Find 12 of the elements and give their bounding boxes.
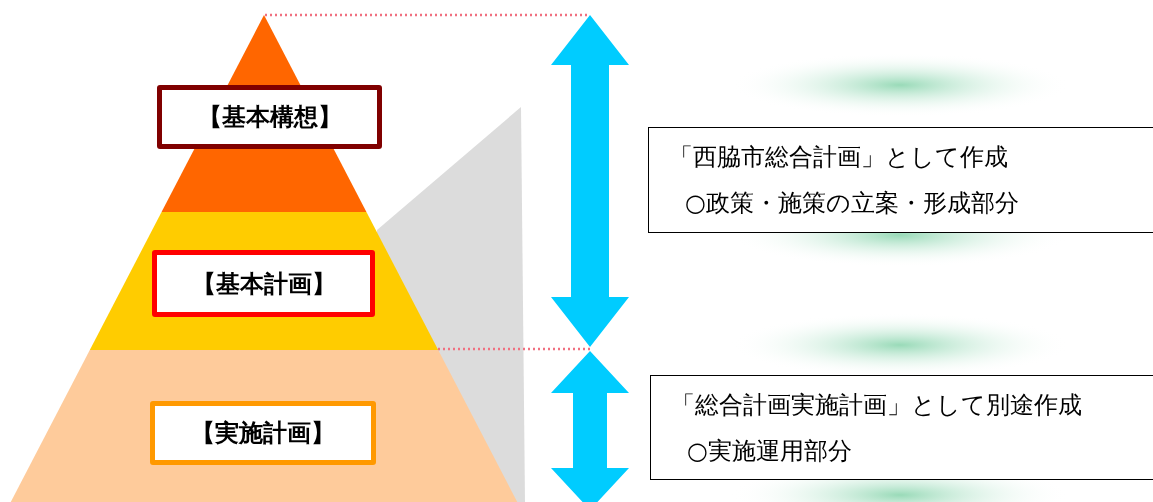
description-text: ○実施運用部分 bbox=[686, 435, 853, 467]
tier-label-box bbox=[157, 85, 382, 149]
heading-text: 【基本計画】 bbox=[191, 268, 336, 300]
tier-label-box bbox=[150, 401, 376, 465]
heading-text: 「西脇市総合計画」として作成 bbox=[669, 142, 1009, 173]
description-text: ○政策・施策の立案・形成部分 bbox=[684, 188, 1020, 219]
heading-text: 「総合計画実施計画」として別途作成 bbox=[671, 389, 1083, 421]
tier-label-box bbox=[152, 250, 375, 317]
heading-text: 【実施計画】 bbox=[191, 418, 335, 449]
heading-text: 【基本構想】 bbox=[197, 102, 342, 133]
description-box bbox=[650, 375, 1153, 480]
description-box bbox=[648, 127, 1153, 233]
